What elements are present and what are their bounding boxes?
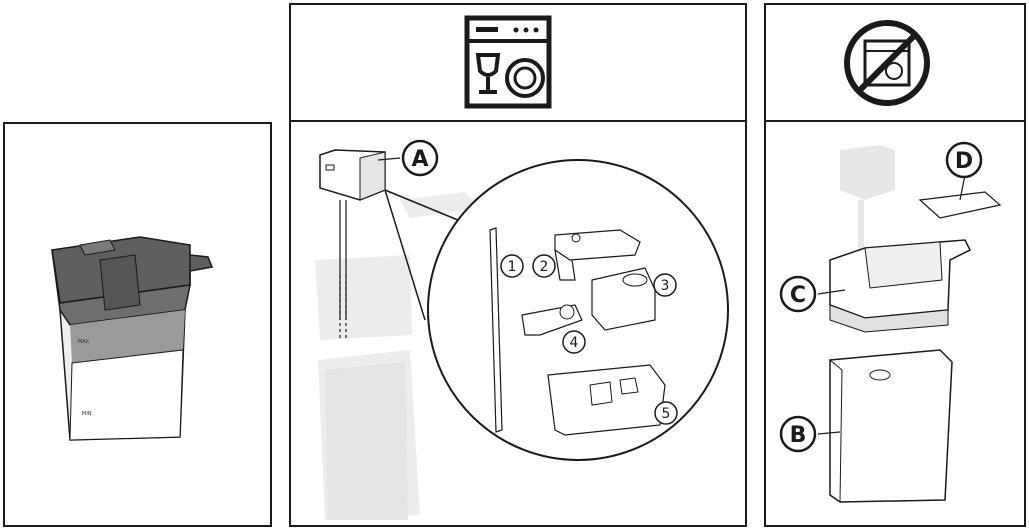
part-label-4: 4 <box>560 328 588 356</box>
part-label-3: 3 <box>651 271 679 299</box>
part-label-1: 1 <box>498 252 526 280</box>
part-label-2: 2 <box>530 252 558 280</box>
part-label-1-text: 1 <box>508 259 517 275</box>
part-label-5: 5 <box>652 399 680 427</box>
part-label-3-text: 3 <box>661 278 670 294</box>
part-label-4-text: 4 <box>570 335 579 351</box>
part-label-5-text: 5 <box>662 406 671 422</box>
part-label-2-text: 2 <box>540 259 549 275</box>
